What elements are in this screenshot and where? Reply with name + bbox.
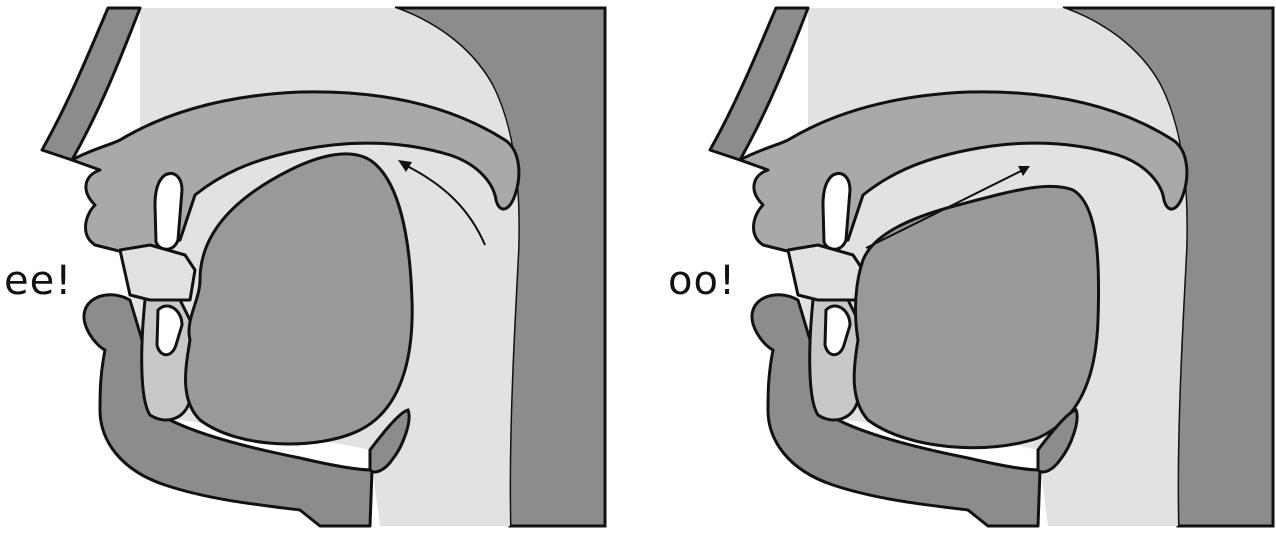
- vowel-label-ee: ee!: [4, 258, 72, 304]
- upper-incisor: [823, 173, 850, 249]
- vowel-diagram-ee: ee!: [0, 0, 620, 534]
- vocal-tract-ee-drawing: [0, 0, 620, 534]
- vocal-tract-oo-drawing: [668, 0, 1276, 534]
- lips: [788, 245, 863, 300]
- vowel-diagram-oo: oo!: [668, 0, 1276, 534]
- upper-incisor: [155, 173, 182, 249]
- lips: [120, 245, 195, 300]
- vowel-label-oo: oo!: [668, 258, 736, 304]
